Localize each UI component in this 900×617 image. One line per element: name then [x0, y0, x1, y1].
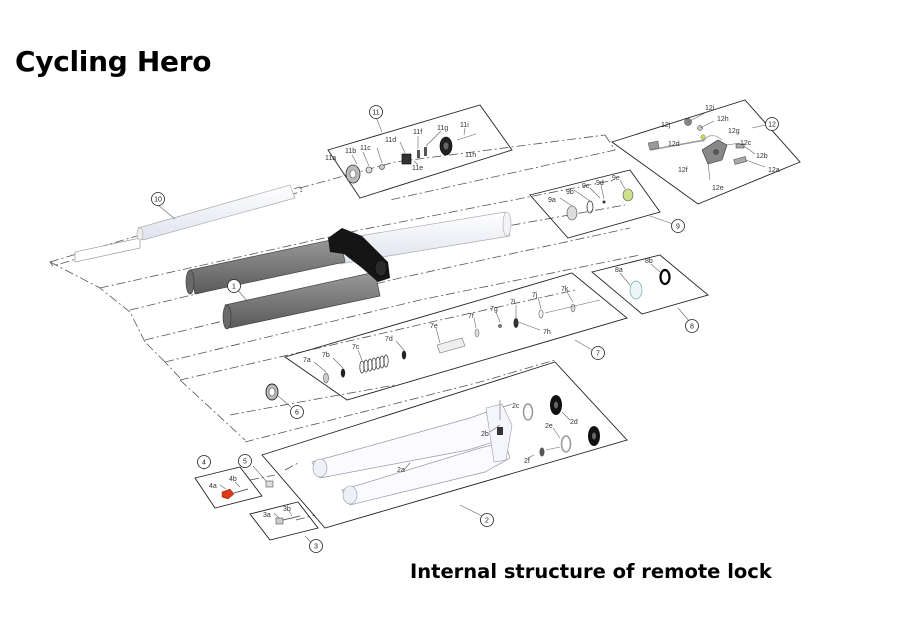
label-7a: 7a	[303, 357, 311, 364]
callouts: 10 11 12 9 1 8 7 6 2 4 5 3	[151, 105, 779, 553]
svg-text:2: 2	[485, 518, 489, 525]
svg-text:7: 7	[596, 351, 600, 358]
callout-2: 2	[480, 513, 494, 527]
part-5-cap	[252, 465, 274, 488]
label-7j: 7j	[532, 292, 538, 299]
label-11f: 11f	[413, 129, 422, 136]
callout-10: 10	[151, 192, 165, 206]
callout-7: 7	[591, 346, 605, 360]
label-11d: 11d	[385, 137, 396, 144]
callout-3: 3	[309, 539, 323, 553]
label-9d: 9d	[596, 180, 604, 187]
callout-11: 11	[369, 105, 383, 119]
label-11e: 11e	[412, 165, 423, 172]
label-11h: 11h	[465, 152, 476, 159]
svg-text:12: 12	[768, 122, 776, 129]
label-9b: 9b	[566, 189, 574, 196]
label-7f: 7f	[468, 313, 474, 320]
svg-text:4: 4	[202, 460, 206, 467]
label-7k: 7k	[561, 286, 569, 293]
callout-9: 9	[671, 219, 685, 233]
label-12a: 12a	[768, 167, 780, 174]
label-11g: 11g	[437, 125, 448, 132]
label-11i: 11i	[460, 122, 469, 129]
label-3a: 3a	[263, 512, 271, 519]
callout-6: 6	[290, 405, 304, 419]
diagram-caption: Internal structure of remote lock	[410, 560, 772, 583]
group-3: 3a 3b	[249, 501, 319, 541]
spring-7c	[359, 354, 389, 374]
label-2c: 2c	[512, 403, 520, 410]
group-4: 4a 4b	[194, 466, 263, 509]
part-1-upper-fork	[185, 211, 512, 330]
brand-title: Cycling Hero	[15, 45, 212, 78]
label-12i: 12i	[705, 105, 715, 112]
label-9a: 9a	[548, 197, 556, 204]
svg-text:10: 10	[154, 197, 162, 204]
label-4a: 4a	[209, 483, 217, 490]
svg-text:1: 1	[232, 284, 236, 291]
label-7g: 7g	[490, 306, 498, 313]
label-12f: 12f	[678, 167, 688, 174]
label-7e: 7e	[430, 323, 438, 330]
group-12: 12i 12j 12h 12g 12c 12d 12b 12a 12f 12e	[611, 99, 801, 205]
label-12d: 12d	[668, 141, 680, 148]
label-12b: 12b	[756, 153, 768, 160]
svg-text:8: 8	[690, 324, 694, 331]
part-10-tube	[74, 184, 296, 263]
label-2e: 2e	[545, 423, 553, 430]
label-11a: 11a	[325, 155, 336, 162]
part-6-nut	[265, 383, 292, 408]
label-12g: 12g	[728, 128, 740, 135]
label-12e: 12e	[712, 185, 724, 192]
label-9c: 9c	[582, 183, 590, 190]
label-2d: 2d	[570, 419, 578, 426]
label-12c: 12c	[740, 140, 752, 147]
label-7i: 7i	[510, 299, 516, 306]
group-11: 11a 11b 11c 11d 11e 11f 11g 11h 11i	[325, 104, 513, 199]
group-2: 2a 2b 2c 2d 2e 2f	[261, 361, 628, 529]
label-7h: 7h	[543, 329, 551, 336]
label-8b: 8b	[645, 258, 653, 265]
label-2f: 2f	[524, 458, 530, 465]
label-4b: 4b	[229, 476, 237, 483]
group-9: 9a 9b 9c 9d 9e	[529, 169, 661, 239]
group-8: 8a 8b	[591, 254, 709, 315]
svg-text:5: 5	[243, 459, 247, 466]
label-11c: 11c	[360, 145, 371, 152]
label-7c: 7c	[352, 344, 360, 351]
label-2a: 2a	[397, 467, 405, 474]
label-12h: 12h	[717, 116, 729, 123]
label-7b: 7b	[322, 352, 330, 359]
group-7: 7a 7b 7c 7d 7e 7f 7g 7h 7i 7j 7k	[283, 272, 628, 401]
label-2b: 2b	[481, 431, 489, 438]
callout-1: 1	[227, 279, 241, 293]
svg-text:11: 11	[372, 110, 379, 117]
svg-text:9: 9	[676, 224, 680, 231]
svg-text:6: 6	[295, 410, 299, 417]
label-7d: 7d	[385, 336, 393, 343]
callout-12: 12	[765, 117, 779, 131]
callout-4: 4	[197, 455, 211, 469]
label-11b: 11b	[345, 148, 356, 155]
svg-text:3: 3	[314, 544, 318, 551]
label-8a: 8a	[615, 267, 623, 274]
label-12j: 12j	[661, 122, 671, 129]
callout-8: 8	[685, 319, 699, 333]
label-3b: 3b	[283, 506, 291, 513]
callout-5: 5	[238, 454, 252, 468]
label-9e: 9e	[612, 175, 620, 182]
